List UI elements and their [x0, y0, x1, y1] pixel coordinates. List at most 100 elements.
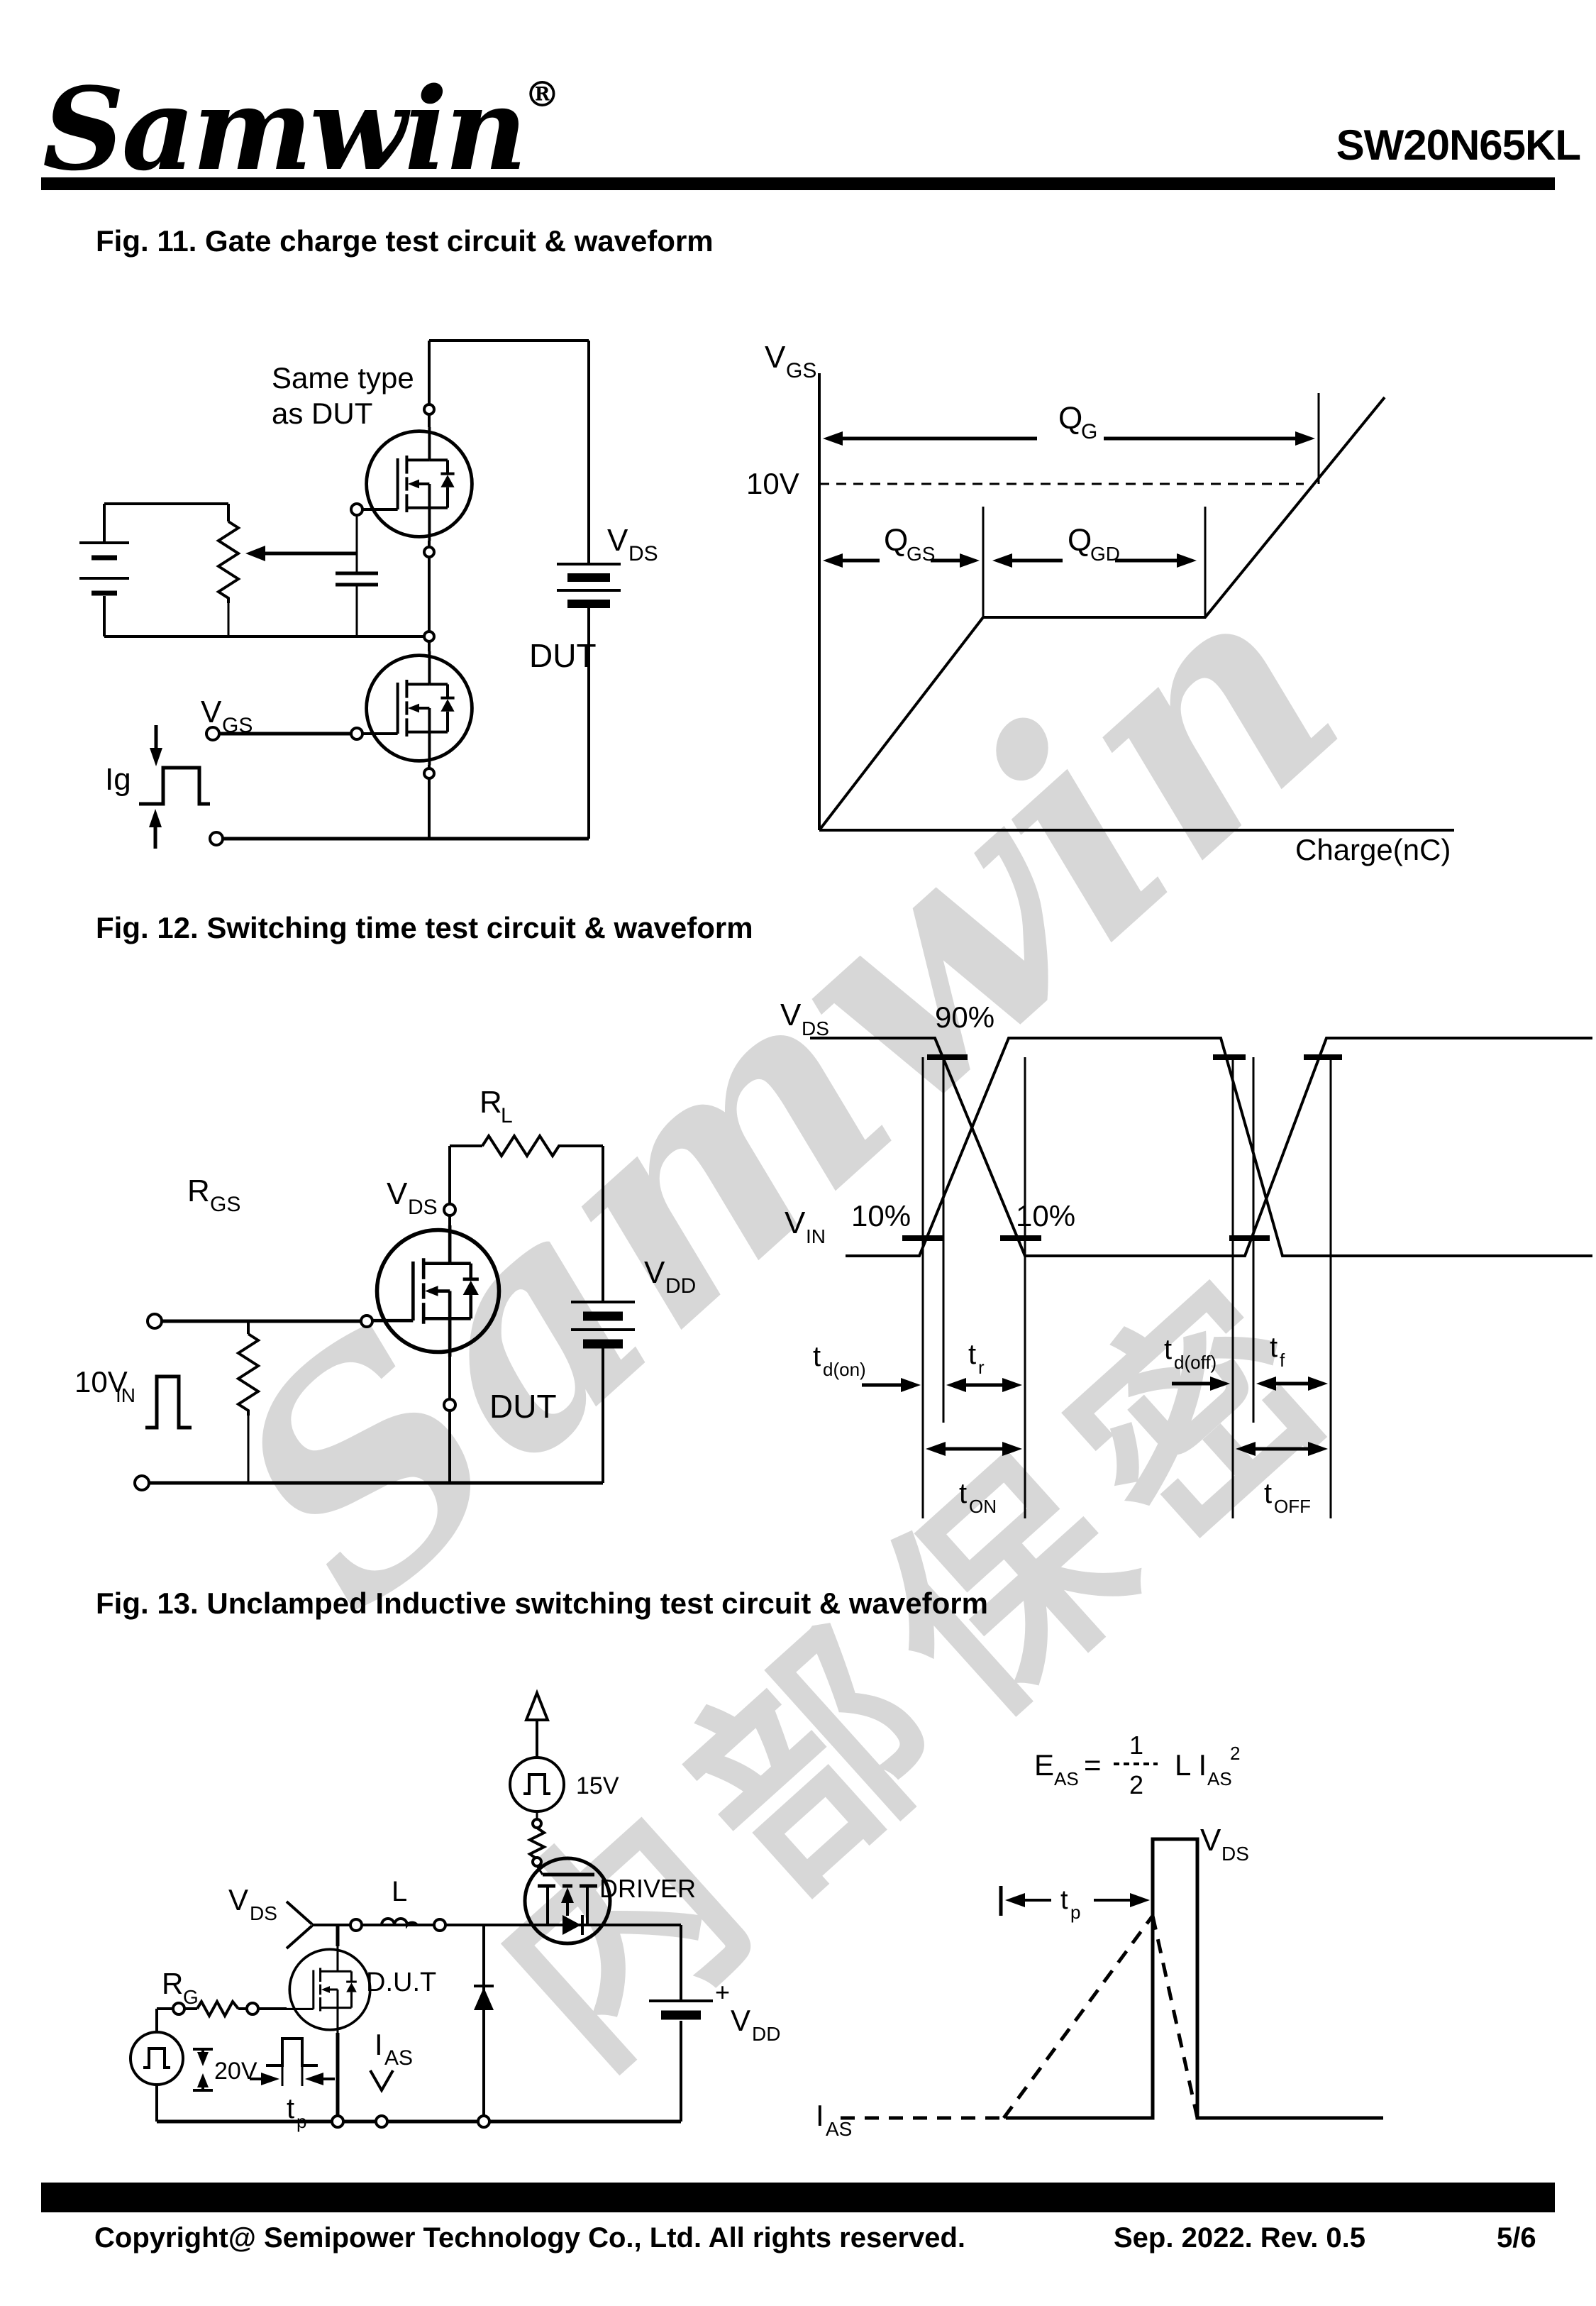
fig13-vds-sub: DS	[250, 1902, 277, 1924]
fig11-qg-arrow	[823, 431, 1315, 446]
fig13-dut-mosfet-icon	[287, 1946, 372, 2033]
fig13-ias-sub: AS	[384, 2046, 413, 2070]
fig13-ias-arrow-icon	[369, 2070, 394, 2094]
fig12-tdoff-arrow	[1172, 1377, 1230, 1391]
fig11-left-battery-icon	[79, 541, 129, 596]
fig13-title: Fig. 13. Unclamped Inductive switching t…	[96, 1587, 988, 1620]
fig11-qgs-label: Q	[884, 523, 908, 558]
fig12-rl-sub: L	[501, 1104, 513, 1127]
fig12-90pct-label: 90%	[935, 1000, 994, 1034]
fig11-vgs-sub: GS	[222, 714, 253, 737]
fig12-ton-arrow	[926, 1442, 1022, 1456]
fig12-level-ticks	[902, 1054, 1342, 1241]
fig12-wave-vds-label: V	[780, 998, 802, 1032]
fig12-vds-label: V	[387, 1176, 408, 1211]
fig13-pulse-source-icon	[129, 2009, 184, 2122]
fig13-wave-vds-label: V	[1200, 1823, 1221, 1858]
fig11-wave-vgs-sub: GS	[786, 359, 816, 382]
fig11-qg-sub: G	[1081, 420, 1097, 443]
fig12-10pct-left-label: 10%	[851, 1199, 911, 1232]
fig13-vdd-label: V	[731, 2004, 750, 2037]
fig12-toff-arrow	[1236, 1442, 1328, 1456]
fig13-eas-main: E	[1034, 1748, 1054, 1782]
fig12-wave-vin-sub: IN	[806, 1225, 826, 1247]
fig12-tdoff-label: t	[1164, 1334, 1172, 1365]
fig13-gate-resistor-icon	[526, 1826, 548, 1860]
fig11-dut-mosfet-icon	[362, 651, 472, 765]
fig12-rgs-sub: GS	[210, 1193, 240, 1216]
fig12-tdon-sub: d(on)	[823, 1359, 866, 1380]
fig13-vds-trace	[1006, 1837, 1383, 2120]
fig13-diode-icon	[474, 1925, 494, 2122]
fig12-tr-sub: r	[978, 1357, 985, 1378]
fig13-driver-label: DRIVER	[599, 1874, 696, 1903]
fig13-eq-sign: =	[1084, 1748, 1102, 1782]
fig13-plus-label: +	[715, 1977, 730, 2007]
fig11-same-type-label: Same type	[272, 361, 414, 395]
fig12-vdd-sub: DD	[665, 1274, 696, 1298]
fig12-toff-label: t	[1264, 1478, 1272, 1509]
fig11-dut-label: DUT	[529, 637, 597, 674]
fig13-tp-pulse-icon	[250, 2037, 335, 2086]
fig11-qgd-arrow	[992, 553, 1197, 568]
fig12-tdoff-sub: d(off)	[1174, 1352, 1217, 1373]
fig11-wave-vgs-label: V	[765, 340, 786, 375]
fig12-title: Fig. 12. Switching time test circuit & w…	[96, 911, 753, 944]
fig11-wires	[103, 339, 590, 841]
fig12-tf-arrow	[1256, 1377, 1328, 1391]
fig12-rgs-resistor-icon	[235, 1333, 261, 1416]
fig11-as-dut-label: as DUT	[272, 397, 372, 430]
fig13-ias-trace	[841, 1914, 1199, 2120]
fig12-vdd-label: V	[644, 1255, 665, 1290]
fig12-tf-label: t	[1270, 1332, 1278, 1363]
fig13-vds-label: V	[228, 1883, 248, 1916]
fig12-circuit: R L V DS R GS DUT V DD	[74, 1085, 696, 1491]
fig13-eas-formula: E AS = 1 2 L I AS 2	[1034, 1731, 1240, 1799]
fig11-10v-label: 10V	[746, 467, 799, 500]
fig11-xaxis-label: Charge(nC)	[1295, 833, 1451, 866]
fig12-wave-vin-label: V	[785, 1206, 806, 1240]
fig11-qgs-arrow	[823, 553, 980, 568]
fig12-ton-sub: ON	[969, 1496, 997, 1517]
fig13-ias-label: I	[375, 2028, 383, 2061]
fig13-vdd-battery-icon	[649, 1925, 713, 2122]
fig13-l-label: L	[392, 1876, 407, 1907]
brand-logo: Samwin®	[43, 62, 560, 196]
fig11-qgs-sub: GS	[907, 543, 935, 565]
fig11-capacitor-icon	[336, 571, 378, 587]
fig11-qgd-sub: GD	[1090, 543, 1120, 565]
fig12-vdd-battery-icon	[571, 1301, 635, 1349]
fig11-qgd-label: Q	[1068, 523, 1092, 558]
fig13-frac-den: 2	[1129, 1770, 1143, 1799]
fig13-frac-num: 1	[1129, 1731, 1143, 1760]
footer-revision: Sep. 2022. Rev. 0.5	[1114, 2222, 1366, 2253]
fig12-vds-trace	[810, 1037, 1592, 1257]
fig11-upper-mosfet-icon	[362, 427, 472, 541]
fig12-dut-mosfet-icon	[372, 1225, 499, 1357]
fig13-up-arrow-icon	[524, 1689, 550, 1758]
fig13-wave-ias-sub: AS	[826, 2118, 852, 2140]
fig13-tp-arrow	[999, 1886, 1150, 1916]
fig11-vds-label: V	[607, 523, 628, 558]
fig13-wave-tp-sub: p	[1070, 1902, 1080, 1923]
fig13-circuit: 15V DRIVER V DS L	[129, 1689, 780, 2132]
part-number: SW20N65KL	[1336, 121, 1581, 169]
fig13-waveform: E AS = 1 2 L I AS 2 V DS t p I AS	[816, 1731, 1383, 2140]
fig13-li-main: L I	[1175, 1748, 1207, 1782]
fig13-20v-marker-icon	[193, 2048, 213, 2092]
fig11-pot-arrow-icon	[245, 546, 357, 561]
fig11-vds-sub: DS	[628, 542, 658, 566]
brand-logo-text: Samwin	[43, 62, 527, 196]
fig11-gate-charge-curve	[818, 396, 1386, 832]
fig12-wires	[149, 1144, 604, 1485]
footer-copyright: Copyright@ Semipower Technology Co., Ltd…	[94, 2222, 966, 2253]
fig12-dut-label: DUT	[489, 1388, 557, 1425]
fig13-vds-probe-icon	[285, 1900, 314, 1950]
fig12-vds-sub: DS	[408, 1196, 438, 1219]
fig13-15v-source-icon	[509, 1756, 565, 1813]
fig13-inductor-icon	[380, 1917, 419, 1929]
fig11-ig-label: Ig	[105, 762, 131, 797]
fig12-vin-trace	[846, 1037, 1592, 1257]
fig13-20v-label: 20V	[214, 2058, 257, 2085]
